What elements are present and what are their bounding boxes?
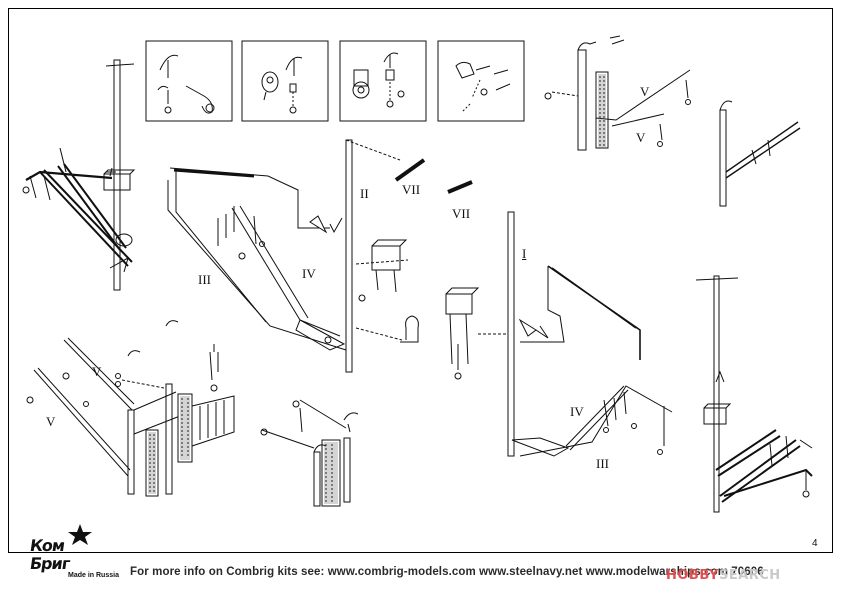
mast-assembly-right [695,275,813,513]
mast-assembly-top-left [22,59,136,291]
label-iii-left: III [198,272,211,287]
label-iii-right: III [596,456,609,471]
label-v-top-right-lower: V [636,130,646,145]
detail-box-3 [339,40,427,122]
label-iv-left: IV [302,266,316,281]
label-v-top-right-upper: V [640,84,650,99]
footer-info-text: For more info on Combrig kits see: www.c… [130,566,764,578]
logo-line2: Бриг [28,554,71,573]
logo-made-in: Made in Russia [68,572,119,579]
label-ii: II [360,186,369,201]
label-vii-center: VII [402,182,421,197]
logo-line1: Ком [28,536,66,555]
mast-assembly-bottom-left [26,320,235,497]
detail-box-1 [145,40,233,122]
watermark-search: SEARCH [718,568,781,583]
page-number: 4 [812,538,818,549]
label-v-bottom-left-b: V [46,414,56,429]
label-v-bottom-left-a: V [92,364,102,379]
watermark-hobby: HOBBY [666,568,719,583]
combrig-logo: Ком Бриг Made in Russia [24,528,134,582]
brace-group-left [167,167,347,351]
label-iv-right: IV [570,404,584,419]
pole-ii [345,139,426,373]
pole-i [445,180,673,457]
watermark: HOBBYSEARCH [666,568,781,583]
logo-star [68,524,92,545]
mast-assembly-bottom-center [260,399,359,507]
detail-box-2 [241,40,329,122]
detail-box-4 [437,40,525,122]
label-i: I [522,246,527,261]
mast-assembly-top-right [544,35,801,207]
label-vii-right: VII [452,206,471,221]
